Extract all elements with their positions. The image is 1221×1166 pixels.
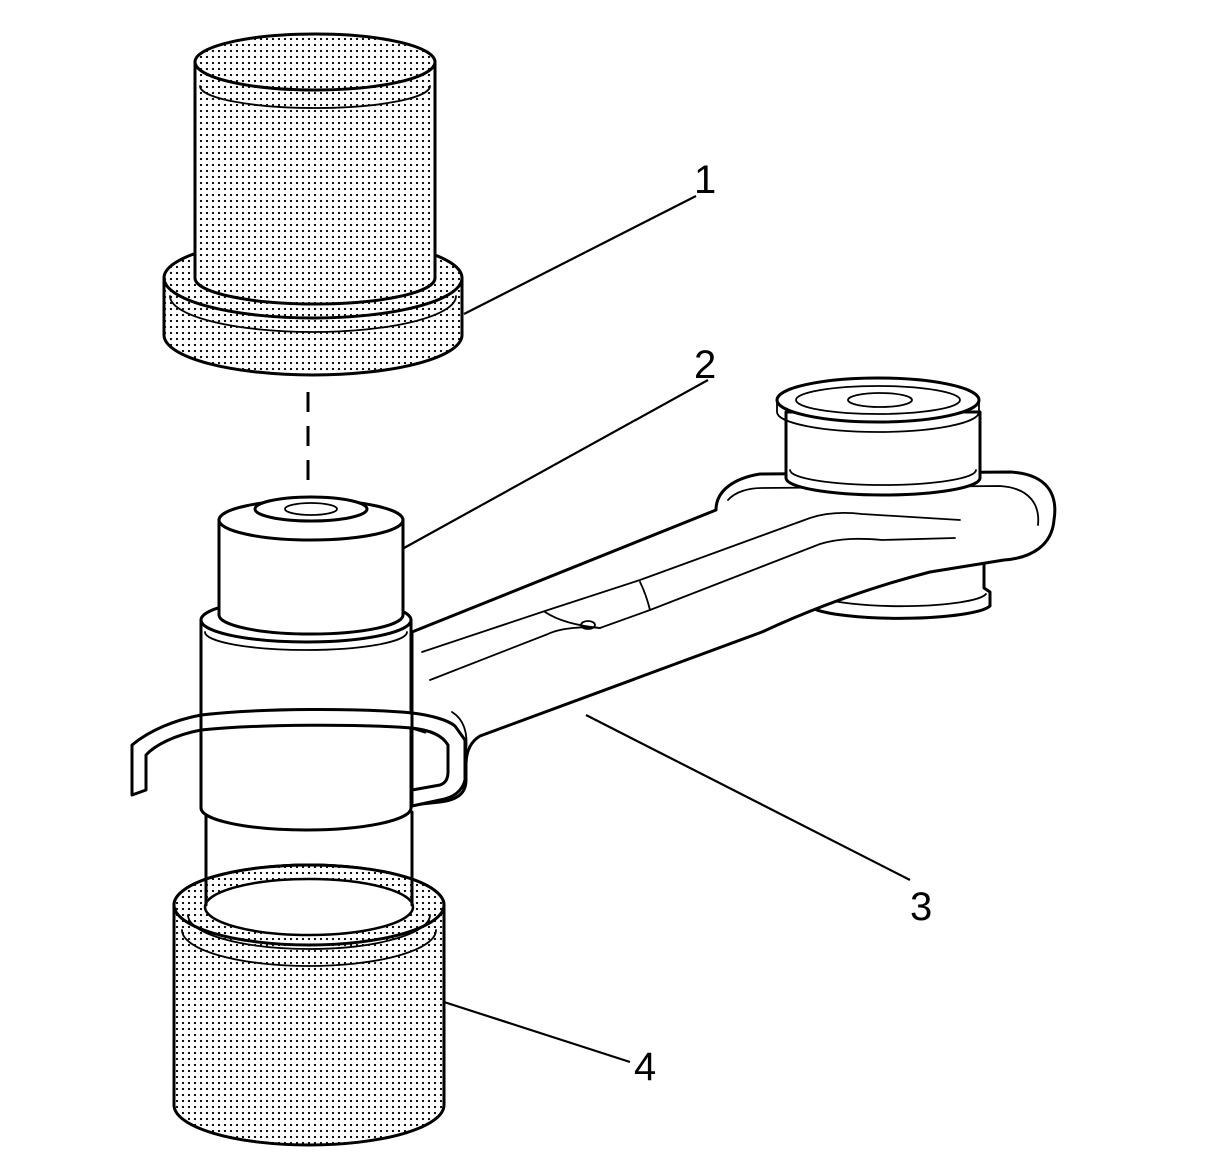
leader-3 [585, 714, 911, 881]
part-3-wrench [410, 376, 1057, 807]
leader-2 [403, 379, 709, 549]
callout-2: 2 [694, 343, 716, 387]
leader-4 [443, 1000, 631, 1064]
leader-1 [463, 195, 697, 315]
callout-1: 1 [694, 158, 716, 202]
callouts: 1 2 3 4 [403, 158, 932, 1089]
callout-3: 3 [910, 885, 932, 929]
spring-clip [130, 707, 467, 808]
part-1-driver [162, 32, 464, 377]
part-4-receiver-cup [172, 863, 446, 1147]
callout-4: 4 [634, 1045, 656, 1089]
part-2-installer-pin [199, 495, 414, 907]
